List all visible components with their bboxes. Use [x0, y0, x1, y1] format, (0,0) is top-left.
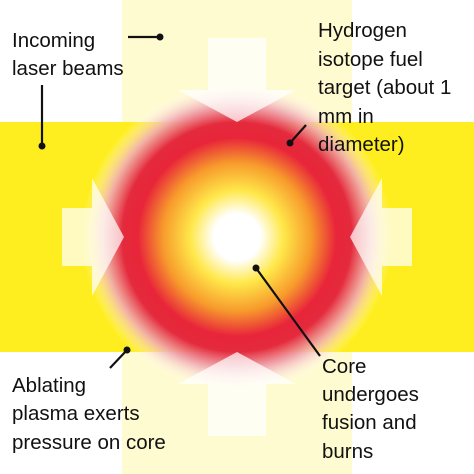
dot-incoming-horizontal — [156, 33, 164, 41]
dot-target — [286, 139, 294, 147]
leader-core — [255, 267, 321, 357]
arrow-group — [62, 38, 412, 436]
dot-incoming-vertical — [38, 142, 46, 150]
leader-ablating — [109, 349, 128, 369]
leader-lines — [40, 35, 321, 369]
leader-target — [289, 124, 307, 144]
fuel-target-glow — [81, 81, 393, 393]
fuel-target-label: Hydrogen isotope fuel target (about 1 mm… — [318, 19, 457, 156]
arrow-right — [350, 178, 412, 296]
dot-core — [252, 264, 260, 272]
arrow-top — [178, 38, 296, 122]
core-fusion-label: Core undergoes fusion and burns — [322, 355, 425, 463]
leader-dots — [38, 33, 294, 354]
ablating-plasma-label: Ablating plasma exerts pressure on core — [12, 374, 166, 454]
dot-ablating — [123, 346, 131, 354]
arrow-left — [62, 178, 124, 296]
incoming-laser-label: Incoming laser beams — [12, 29, 124, 80]
arrow-bottom — [178, 352, 296, 436]
